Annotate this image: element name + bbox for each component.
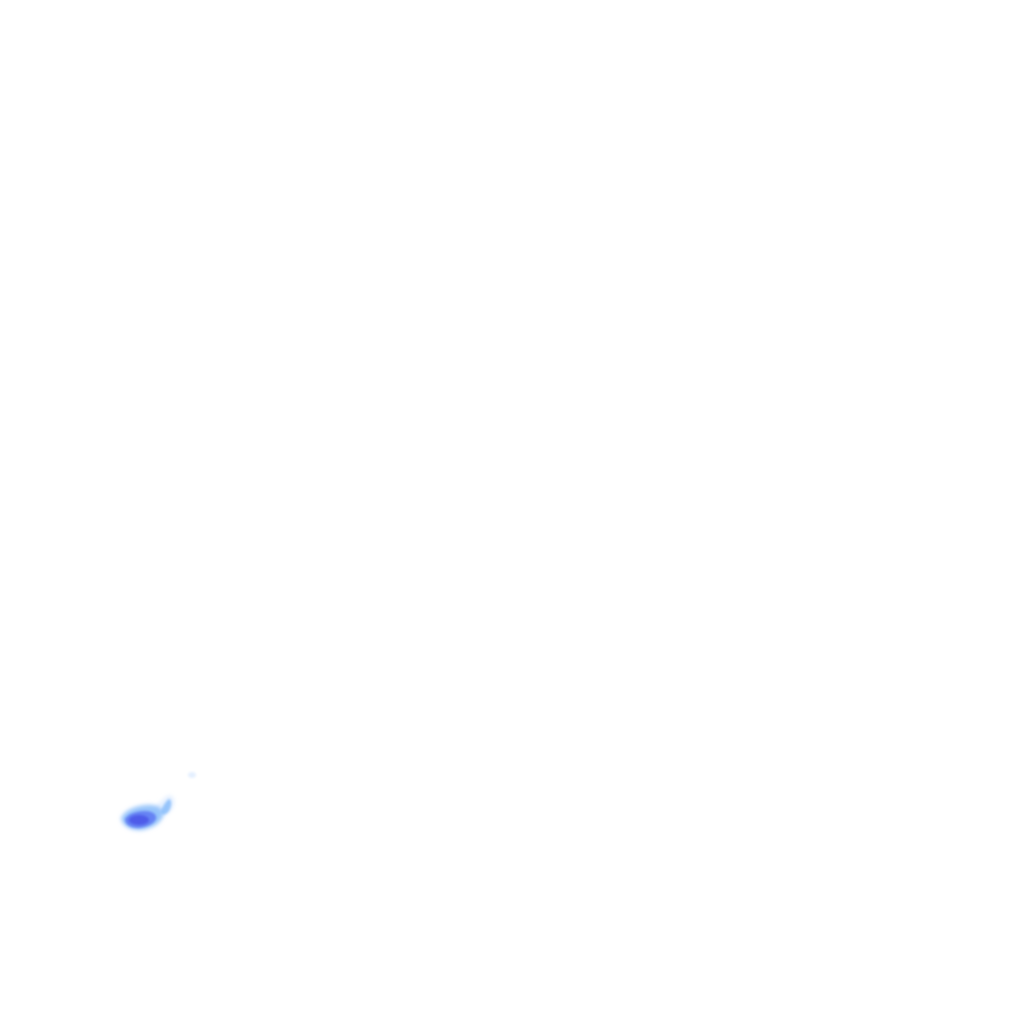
radar-echo-main [121,804,164,831]
radar-echo-speck [188,772,196,778]
